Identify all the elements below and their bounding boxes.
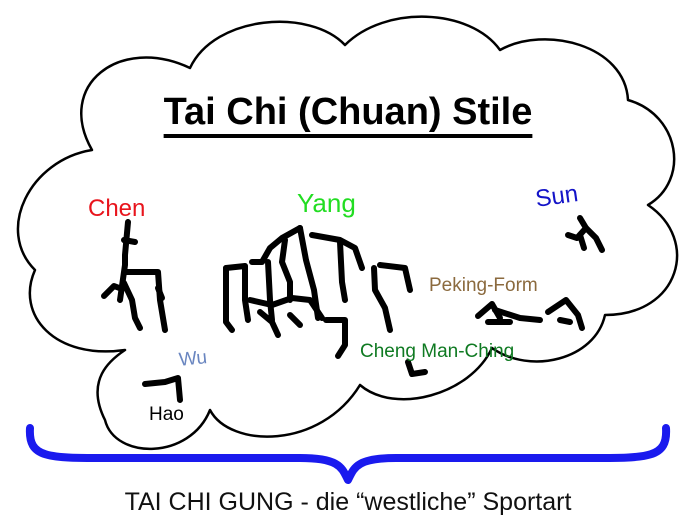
peking-strokes <box>475 297 585 331</box>
wu-strokes <box>142 375 183 403</box>
cloud-outline <box>16 15 679 450</box>
sun-strokes <box>565 215 605 253</box>
label-hao: Hao <box>149 404 184 425</box>
label-chen: Chen <box>88 195 146 222</box>
yang-strokes <box>223 225 428 377</box>
diagram-title: Tai Chi (Chuan) Stile <box>163 91 533 133</box>
label-sun: Sun <box>533 180 580 213</box>
label-wu: Wu <box>177 347 209 371</box>
footer-caption: TAI CHI GUNG - die “westliche” Sportart <box>124 488 572 516</box>
chen-strokes <box>101 219 168 333</box>
curly-brace <box>25 424 671 484</box>
label-cheng-man-ching: Cheng Man-Ching <box>360 341 515 362</box>
label-peking-form: Peking-Form <box>429 275 538 296</box>
label-yang: Yang <box>297 188 356 218</box>
